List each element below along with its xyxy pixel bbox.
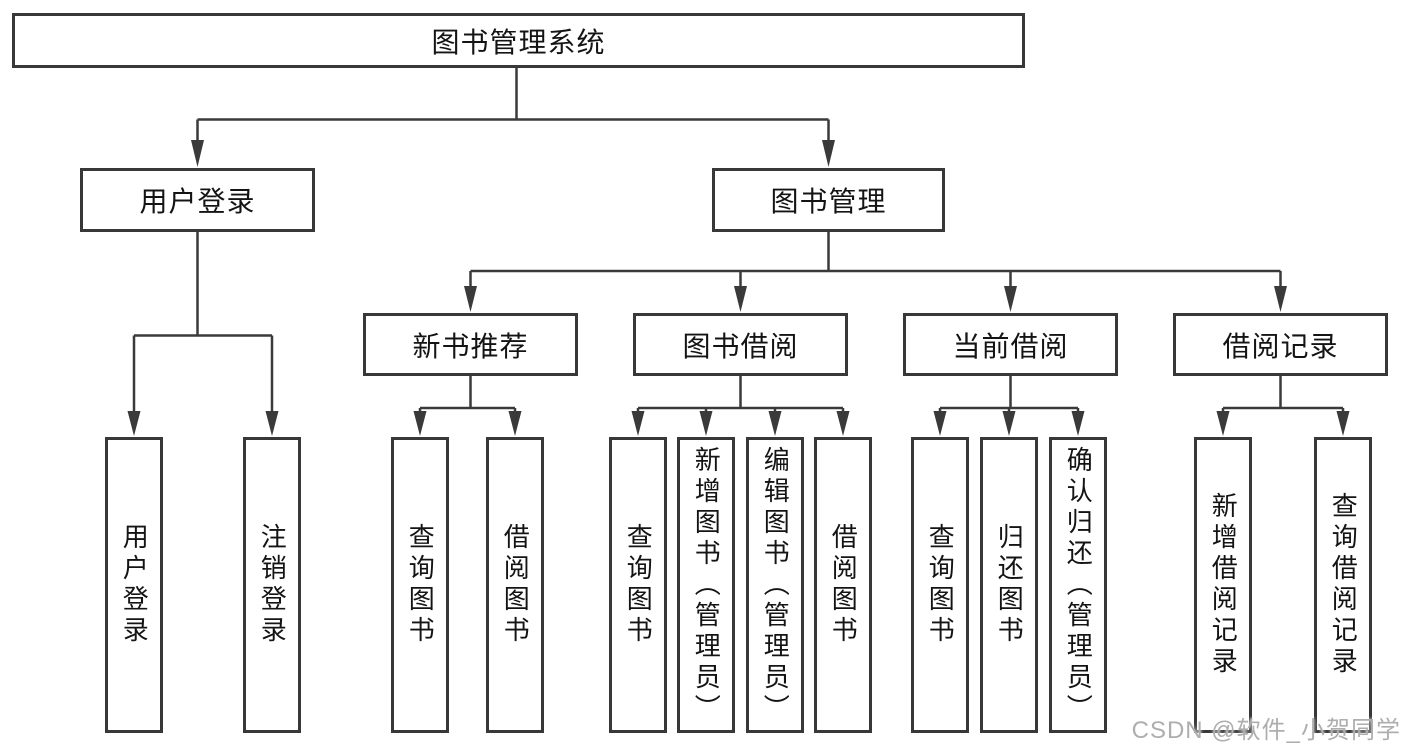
node-book-management-label: 图书管理 [770,186,887,217]
leaf-query-borrow-record: 查询借阅记录 [1314,437,1372,733]
leaf-current-query-book: 查询图书 [911,437,969,733]
node-book-borrow-label: 图书借阅 [682,330,799,362]
leaf-edit-book-admin: 编辑图书（管理员） [746,437,804,733]
leaf-return-book: 归还图书 [980,437,1038,733]
node-new-book-recommend-label: 新书推荐 [412,330,529,362]
leaf-query-borrow-record-label: 查询借阅记录 [1328,492,1359,678]
connector-root-to-level2 [191,68,835,167]
leaf-user-login: 用户登录 [105,437,163,733]
node-current-borrow: 当前借阅 [903,313,1118,376]
leaf-recommend-borrow-book: 借阅图书 [486,437,544,733]
leaf-recommend-query-book-label: 查询图书 [405,523,436,647]
node-borrow-record: 借阅记录 [1173,313,1388,376]
leaf-add-book-admin: 新增图书（管理员） [677,437,735,733]
leaf-recommend-borrow-book-label: 借阅图书 [500,523,531,647]
leaf-return-book-label: 归还图书 [994,523,1025,647]
leaf-recommend-query-book: 查询图书 [391,437,449,733]
node-borrow-record-label: 借阅记录 [1222,330,1339,362]
leaf-add-borrow-record: 新增借阅记录 [1194,437,1252,733]
connector-user-login-group [127,232,279,436]
connector-book-management-group [464,232,1287,312]
leaf-confirm-return-admin-label: 确认归还（管理员） [1063,445,1094,725]
connector-book-borrow-group [631,376,850,436]
leaf-borrow-book-label: 借阅图书 [828,523,859,647]
node-book-management: 图书管理 [712,168,945,232]
node-user-login: 用户登录 [80,168,315,232]
leaf-logout: 注销登录 [243,437,301,733]
node-root-system-label: 图书管理系统 [431,26,606,58]
leaf-add-book-admin-label: 新增图书（管理员） [691,445,722,725]
leaf-add-borrow-record-label: 新增借阅记录 [1208,492,1239,678]
leaf-confirm-return-admin: 确认归还（管理员） [1049,437,1107,733]
node-user-login-label: 用户登录 [139,186,256,217]
leaf-user-login-label: 用户登录 [119,523,150,647]
leaf-borrow-query-book-label: 查询图书 [623,523,654,647]
node-book-borrow: 图书借阅 [633,313,848,376]
leaf-logout-label: 注销登录 [257,523,288,647]
leaf-edit-book-admin-label: 编辑图书（管理员） [760,445,791,725]
node-root-system: 图书管理系统 [12,13,1025,68]
csdn-watermark: CSDN @软件_小贺同学 [1131,717,1401,744]
connector-current-borrow-group [933,376,1085,436]
leaf-borrow-book: 借阅图书 [814,437,872,733]
leaf-current-query-book-label: 查询图书 [925,523,956,647]
connector-new-book-group [413,376,522,436]
leaf-borrow-query-book: 查询图书 [609,437,667,733]
node-current-borrow-label: 当前借阅 [952,330,1069,362]
connector-borrow-record-group [1216,376,1350,436]
node-new-book-recommend: 新书推荐 [363,313,578,376]
